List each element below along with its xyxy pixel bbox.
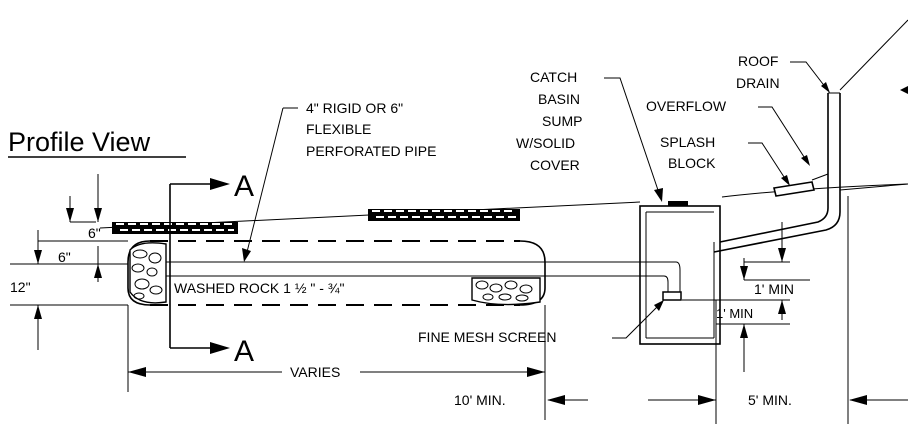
overflow-label: OVERFLOW bbox=[646, 98, 727, 114]
depth-dim-total-top-arrow bbox=[34, 250, 42, 264]
depth-dim-top-arrow-2 bbox=[66, 208, 74, 222]
depth-total-label: 12" bbox=[10, 279, 31, 295]
ground-line-right bbox=[721, 183, 908, 198]
min-lower-label: 1' MIN bbox=[716, 306, 753, 321]
section-marker-bottom: A bbox=[234, 335, 254, 368]
catch-basin-leader-arrow bbox=[654, 188, 663, 202]
catch-basin-label-line2: BASIN bbox=[538, 91, 580, 107]
catch-basin-lid bbox=[668, 201, 688, 206]
pipe-elbow-outer bbox=[675, 261, 681, 292]
min-upper-arrow-left bbox=[740, 266, 748, 280]
min-lower-arrow-left bbox=[740, 324, 748, 338]
trench-left-end bbox=[127, 240, 151, 306]
ten-min-arrow-left bbox=[547, 395, 565, 405]
fine-mesh-label: FINE MESH SCREEN bbox=[418, 329, 556, 345]
downspout-outer bbox=[713, 93, 841, 253]
pipe-leader bbox=[245, 107, 284, 257]
depth-dim-total-bottom-arrow bbox=[34, 305, 42, 319]
depth-top-label: 6" bbox=[88, 225, 101, 241]
roof-drain-label-line2: DRAIN bbox=[736, 75, 780, 91]
page-title: Profile View bbox=[8, 127, 151, 157]
depth-dim-top-arrow bbox=[94, 208, 102, 222]
section-marker-top: A bbox=[234, 170, 254, 203]
splash-block-label-line1: SPLASH bbox=[660, 134, 715, 150]
five-min-arrow-left bbox=[849, 395, 867, 405]
pipe-label-line2: FLEXIBLE bbox=[306, 121, 371, 137]
five-min-label: 5' MIN. bbox=[748, 392, 792, 408]
fine-mesh-leader-arrow bbox=[654, 300, 664, 311]
min-upper-label: 1' MIN bbox=[754, 281, 794, 297]
min-upper-arrow-top bbox=[778, 248, 786, 262]
catch-basin-label-line5: COVER bbox=[530, 157, 580, 173]
surface-hatch-left bbox=[112, 222, 238, 234]
catch-basin-label-line1: CATCH bbox=[530, 69, 577, 85]
varies-label: VARIES bbox=[290, 364, 340, 380]
surface-hatch-middle bbox=[368, 209, 520, 221]
depth-mid-label: 6" bbox=[58, 249, 71, 265]
fine-mesh-screen bbox=[662, 291, 682, 301]
ten-min-arrow-right bbox=[698, 395, 716, 405]
roof-drain-leader bbox=[790, 61, 827, 89]
splash-block-label-line2: BLOCK bbox=[668, 155, 716, 171]
catch-basin-label-line3: SUMP bbox=[542, 113, 582, 129]
roof-arrow-tip bbox=[900, 86, 908, 94]
pipe-elbow-inner bbox=[663, 275, 669, 292]
downspout-inner bbox=[719, 93, 829, 243]
fine-mesh-leader bbox=[612, 303, 661, 339]
roof-edge bbox=[839, 19, 908, 91]
rock-fill-left bbox=[129, 242, 167, 304]
rock-fill-right bbox=[471, 277, 541, 306]
pipe-label-line1: 4" RIGID OR 6" bbox=[306, 100, 403, 116]
catch-basin-label-line4: W/SOLID bbox=[516, 135, 575, 151]
varies-arrow-right bbox=[527, 367, 545, 377]
varies-arrow-left bbox=[128, 367, 146, 377]
splash-block bbox=[773, 181, 815, 197]
ground-line-far bbox=[839, 183, 908, 191]
washed-rock-label: WASHED ROCK 1 ½ " - ¾" bbox=[174, 280, 344, 296]
pipe-leader-arrow bbox=[242, 248, 251, 262]
pipe-label-line3: PERFORATED PIPE bbox=[306, 143, 436, 159]
overflow-spout bbox=[811, 173, 829, 181]
splash-block-leader-arrow bbox=[781, 175, 790, 186]
section-arrow-bottom-head bbox=[210, 342, 230, 354]
overflow-leader-arrow bbox=[801, 155, 810, 166]
roof-drain-leader-arrow bbox=[821, 82, 830, 93]
splash-block-leader bbox=[748, 142, 787, 181]
min-lower-arrow-right bbox=[778, 300, 786, 314]
roof-drain-label-line1: ROOF bbox=[738, 53, 778, 69]
ten-min-label: 10' MIN. bbox=[454, 392, 506, 408]
overflow-leader bbox=[758, 106, 807, 161]
section-arrow-top-head bbox=[210, 178, 230, 190]
catch-basin-leader bbox=[604, 77, 661, 197]
depth-dim-mid-arrow bbox=[94, 264, 102, 278]
